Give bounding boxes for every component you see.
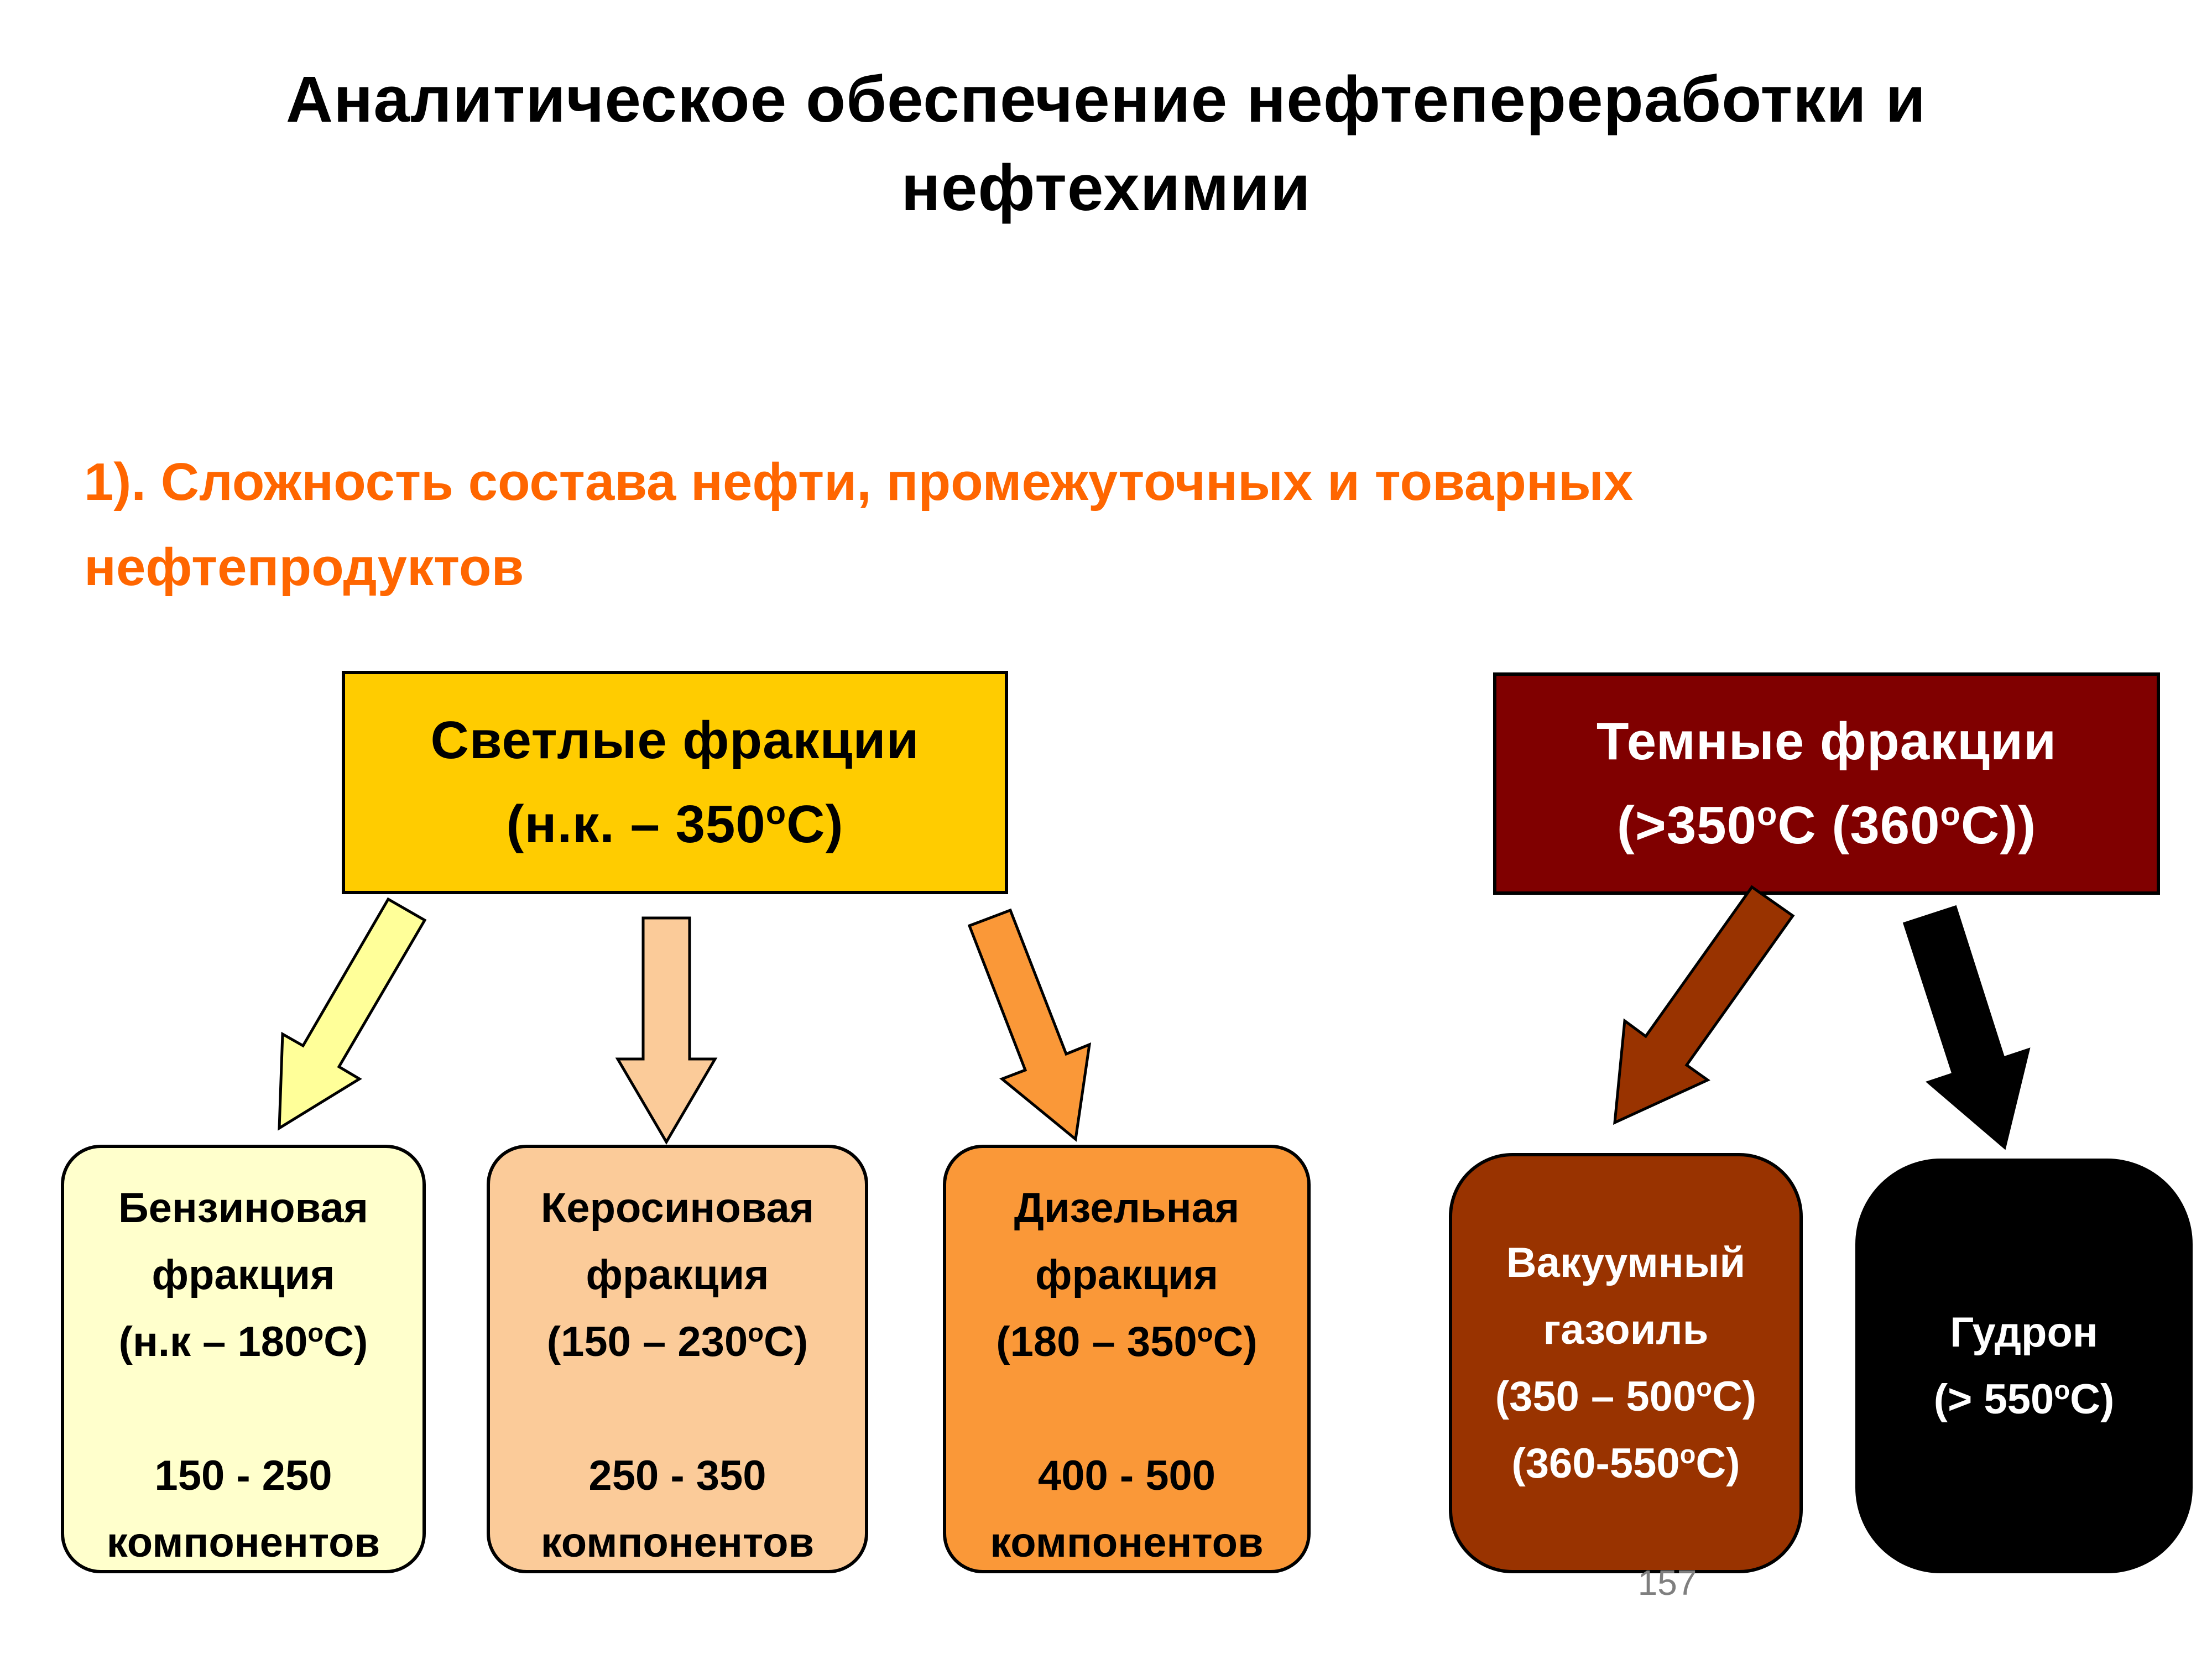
page-number: 157 [1637,1563,1697,1603]
box-dark-fractions: Темные фракции (>350оС (360оС)) [1493,672,2160,895]
box-diesel-line: (180 – 350оС) [996,1318,1258,1365]
box-kerosene-line: 250 - 350 [588,1452,766,1499]
box-diesel-line [946,1375,1307,1442]
box-gasoline-line: Бензиновая [118,1185,368,1232]
box-light-fractions-line: (н.к. – 350оС) [506,794,844,854]
box-gasoline-line: компонентов [106,1519,380,1566]
box-tar-line: (> 550оС) [1933,1375,2115,1423]
page-title-line-1: Аналитическое обеспечение нефтепереработ… [285,63,1927,136]
box-tar: Гудрон (> 550оС) [1855,1159,2193,1573]
box-kerosene-line: (150 – 230оС) [546,1318,808,1365]
box-dark-fractions-line: Темные фракции [1596,712,2057,771]
box-gasoline-line: 150 - 250 [154,1452,332,1499]
arrow-dark-to-vacuum-gasoil [1613,885,1795,1125]
box-diesel-line: 400 - 500 [1037,1452,1216,1499]
subtitle-line-1: 1). Сложность состава нефти, промежуточн… [84,452,1634,512]
box-diesel-line: Дизельная [1014,1185,1240,1232]
box-gasoline-fraction: Бензиновая фракция (н.к – 180оС) 150 - 2… [61,1145,426,1573]
box-gasoline-line [64,1375,422,1442]
box-vacuum-gasoil: Вакуумный газоиль (350 – 500оС) (360-550… [1449,1153,1803,1573]
subtitle-line-2: нефтепродуктов [84,538,524,597]
box-light-fractions: Светлые фракции (н.к. – 350оС) [342,671,1008,894]
box-tar-line: Гудрон [1950,1309,2098,1356]
box-diesel-line: компонентов [990,1519,1264,1566]
box-vacuum-gasoil-line: Вакуумный [1506,1239,1746,1286]
box-light-fractions-line: Светлые фракции [430,711,920,770]
box-vacuum-gasoil-line: (350 – 500оС) [1495,1373,1757,1420]
box-diesel-line: фракция [1035,1251,1218,1298]
box-vacuum-gasoil-line: газоиль [1543,1306,1709,1353]
arrow-light-to-kerosene [615,916,718,1145]
box-gasoline-line: (н.к – 180оС) [118,1318,368,1365]
box-kerosene-line: компонентов [540,1519,815,1566]
box-kerosene-line [490,1375,865,1442]
box-kerosene-fraction: Керосиновая фракция (150 – 230оС) 250 - … [487,1145,868,1573]
page-title-line-2: нефтехимии [901,152,1311,225]
box-kerosene-line: Керосиновая [540,1185,815,1232]
page-title: Аналитическое обеспечение нефтепереработ… [0,55,2212,232]
subtitle: 1). Сложность состава нефти, промежуточн… [84,440,2130,610]
box-kerosene-line: фракция [586,1251,769,1298]
arrow-light-to-diesel [967,908,1092,1142]
box-gasoline-line: фракция [152,1251,335,1298]
box-diesel-fraction: Дизельная фракция (180 – 350оС) 400 - 50… [943,1145,1311,1573]
arrow-light-to-gasoline [278,897,427,1131]
box-vacuum-gasoil-line: (360-550оС) [1511,1439,1740,1487]
box-dark-fractions-line: (>350оС (360оС)) [1616,795,2037,855]
arrow-dark-to-tar [1902,905,2031,1150]
